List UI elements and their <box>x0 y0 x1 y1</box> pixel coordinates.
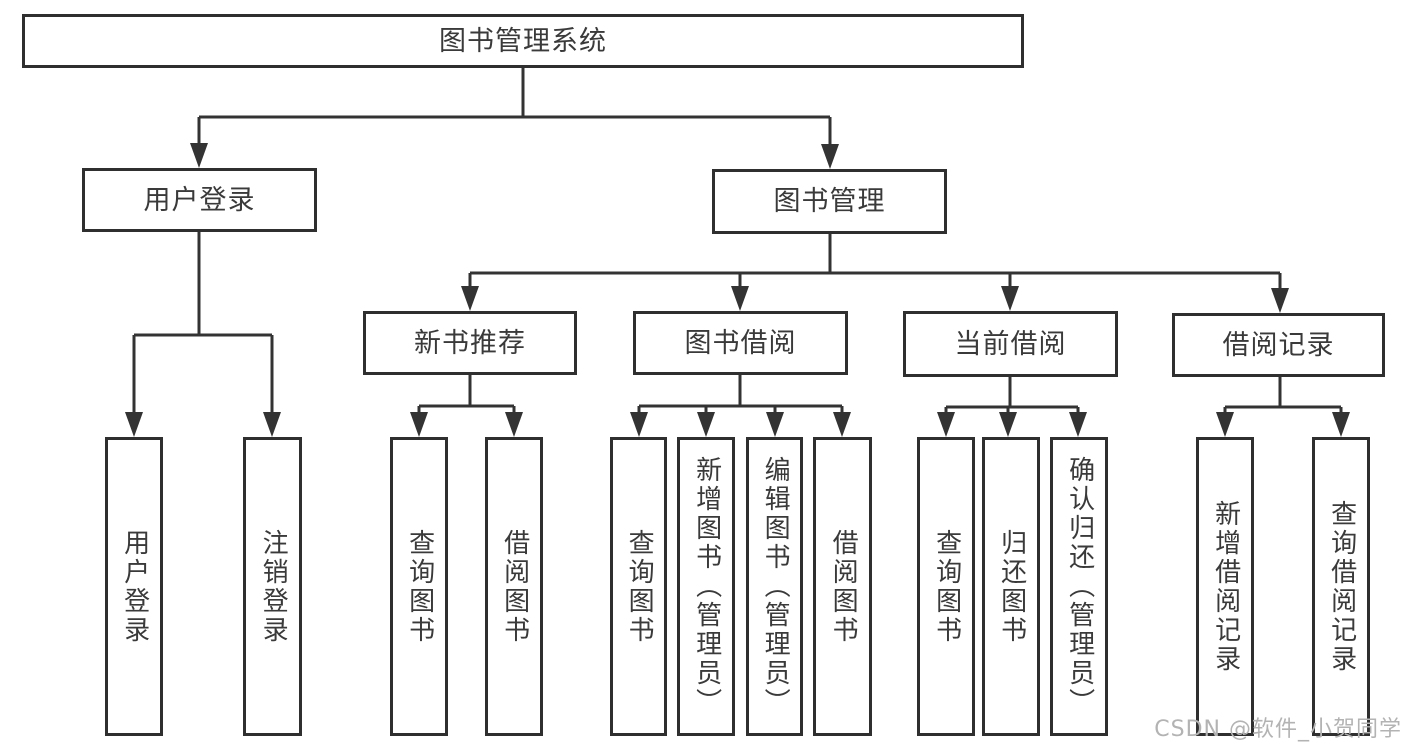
arrowhead-icon <box>1001 286 1019 311</box>
arrowhead-icon <box>821 144 839 169</box>
box-query-borrow-record: 查询借阅记录 <box>1312 437 1370 736</box>
connector-library-management-system <box>190 68 839 169</box>
arrowhead-icon <box>505 412 523 437</box>
box-query-books-borrow: 查询图书 <box>610 437 667 736</box>
box-current-borrowing: 当前借阅 <box>903 311 1118 377</box>
box-borrowing-records: 借阅记录 <box>1172 313 1385 377</box>
arrowhead-icon <box>999 412 1017 437</box>
connector-borrowing-records <box>1216 377 1350 437</box>
arrowhead-icon <box>630 412 648 437</box>
box-add-borrow-record: 新增借阅记录 <box>1196 437 1254 736</box>
arrowhead-icon <box>1216 412 1234 437</box>
box-user-login: 用户登录 <box>82 168 317 232</box>
arrowhead-icon <box>697 412 715 437</box>
box-book-borrowing: 图书借阅 <box>633 311 848 375</box>
box-new-book-recommendation: 新书推荐 <box>363 311 577 375</box>
csdn-watermark: CSDN @软件_小贺同学 <box>1154 717 1402 742</box>
box-borrow-books-recommend: 借阅图书 <box>485 437 543 736</box>
box-query-books-current: 查询图书 <box>917 437 975 736</box>
arrowhead-icon <box>1271 288 1289 313</box>
arrowhead-icon <box>1332 412 1350 437</box>
box-confirm-return-admin: 确认归还（管理员） <box>1050 437 1108 736</box>
box-query-books-recommend: 查询图书 <box>390 437 448 736</box>
connector-current-borrowing <box>937 377 1087 437</box>
box-book-management: 图书管理 <box>712 169 947 234</box>
connector-user-login <box>125 232 281 437</box>
box-user-login-leaf: 用户登录 <box>105 437 163 736</box>
box-library-management-system: 图书管理系统 <box>22 14 1024 68</box>
connector-book-management <box>461 234 1289 313</box>
arrowhead-icon <box>125 412 143 437</box>
arrowhead-icon <box>410 412 428 437</box>
box-edit-books-admin: 编辑图书（管理员） <box>746 437 803 736</box>
arrowhead-icon <box>461 286 479 311</box>
arrowhead-icon <box>1069 412 1087 437</box>
box-borrow-books-borrow: 借阅图书 <box>813 437 872 736</box>
connector-new-book-recommendation <box>410 375 523 437</box>
arrowhead-icon <box>190 143 208 168</box>
arrowhead-icon <box>937 412 955 437</box>
box-logout-leaf: 注销登录 <box>243 437 302 736</box>
box-return-books: 归还图书 <box>982 437 1040 736</box>
arrowhead-icon <box>731 286 749 311</box>
arrowhead-icon <box>833 412 851 437</box>
arrowhead-icon <box>766 412 784 437</box>
box-add-books-admin: 新增图书（管理员） <box>677 437 735 736</box>
connector-book-borrowing <box>630 375 851 437</box>
arrowhead-icon <box>263 412 281 437</box>
